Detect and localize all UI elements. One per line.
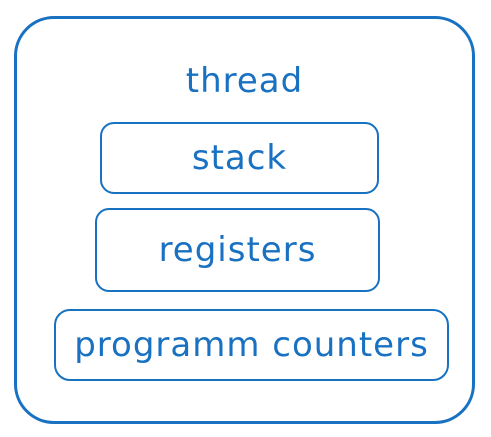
stack-label: stack: [191, 138, 288, 178]
program-counters-label: programm counters: [74, 325, 429, 365]
registers-label: registers: [158, 230, 317, 270]
registers-box: registers: [95, 208, 380, 292]
thread-title: thread: [185, 61, 304, 101]
program-counters-box: programm counters: [54, 309, 449, 381]
stack-box: stack: [100, 122, 379, 194]
